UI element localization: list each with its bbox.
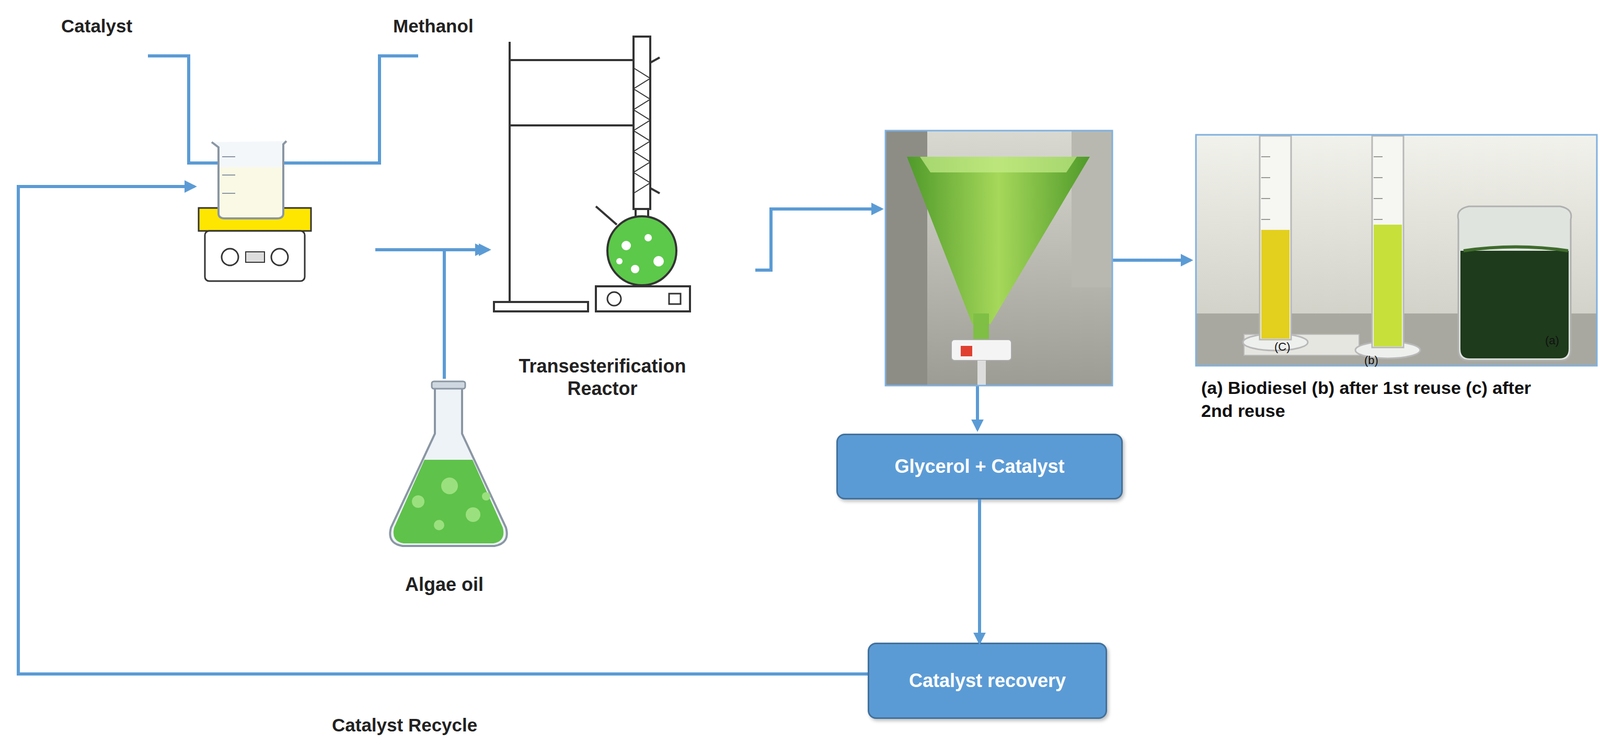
glycerol-arrow: [975, 385, 980, 430]
process-box: Glycerol + Catalyst: [836, 433, 1123, 500]
input-label: Catalyst: [61, 15, 133, 37]
flow-arrows: [18, 55, 1191, 675]
flow-connector: [977, 499, 982, 643]
box-label: Catalyst recovery: [908, 670, 1066, 693]
methanol-arrow: [266, 55, 419, 164]
photo-caption: (a) Biodiesel (b) after 1st reuse (c) af…: [1201, 376, 1562, 423]
recycle-arrow: [18, 186, 868, 675]
separation-arrow: [1112, 258, 1191, 262]
photo-frame: [885, 130, 1113, 386]
input-label: Methanol: [393, 15, 474, 37]
process-box: Catalyst recovery: [867, 642, 1108, 720]
box-label: Glycerol + Catalyst: [894, 455, 1065, 478]
funnel-photo: [885, 130, 1113, 386]
feed-arrow: [375, 248, 486, 252]
reactor-node: Transesterification Reactor: [488, 28, 717, 400]
samples-photo: [1195, 134, 1597, 366]
flow-connector: [444, 249, 489, 379]
recycle-label: Catalyst Recycle: [331, 715, 478, 736]
sample-letter: (b): [1364, 353, 1379, 369]
sample-letter: (a): [1545, 333, 1560, 349]
product-arrow: [755, 209, 882, 271]
erlenmeyer-flask: [389, 381, 507, 547]
beaker-hotplate: [198, 141, 312, 282]
reactor-label: Transesterification Reactor: [488, 354, 717, 400]
feed-label: Algae oil: [381, 573, 508, 596]
algae-oil-node: Algae oil: [381, 378, 508, 596]
photo-frame: [1195, 134, 1597, 366]
sample-letter: (C): [1274, 339, 1291, 355]
samples-node: (C) (b) (a) (a) Biodiesel (b) after 1st reu…: [1195, 134, 1597, 459]
reactor-apparatus: [493, 36, 690, 312]
